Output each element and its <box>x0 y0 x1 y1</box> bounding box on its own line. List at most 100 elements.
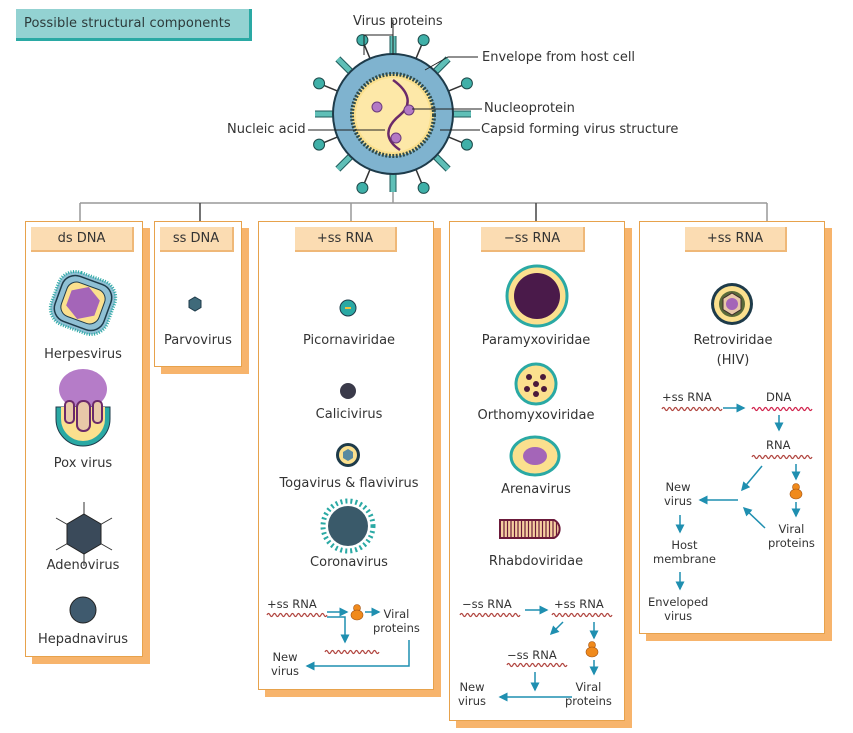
togavirus-icon <box>336 443 360 467</box>
rna-wave <box>751 454 813 460</box>
virus-name: Pox virus <box>53 456 113 471</box>
flow-new-line2: virus <box>271 664 300 678</box>
flow-proteins-line2: proteins <box>768 536 815 550</box>
flow-dna: DNA <box>766 390 792 404</box>
nucleoprotein-icon <box>371 101 383 113</box>
flow-proteins-line2: proteins <box>565 694 612 708</box>
flow-diagram <box>266 604 410 671</box>
orthomyxoviridae-icon <box>514 362 558 406</box>
paramyxoviridae-icon <box>505 264 569 328</box>
panel-header: +ss RNA <box>685 227 787 252</box>
label-nucleoprotein: Nucleoprotein <box>484 101 575 116</box>
flow-proteins-line1: Viral <box>575 680 602 694</box>
virus-name-sub: (HIV) <box>716 353 750 368</box>
arenavirus-icon <box>509 435 561 477</box>
flow-diagram <box>661 403 813 591</box>
virus-name: Paramyxoviridae <box>481 333 591 348</box>
panel-retro-rna: +ss RNA Retroviridae (HIV) +ss RNA DNA R… <box>639 221 825 634</box>
virus-name: Hepadnavirus <box>37 632 129 647</box>
virus-name: Orthomyxoviridae <box>477 408 595 423</box>
spike-knob <box>356 34 369 47</box>
spike-knob <box>356 181 369 194</box>
virus-name: Retroviridae <box>693 333 773 348</box>
flow-new-line1: New <box>459 680 485 694</box>
virus-name: Parvovirus <box>164 333 232 348</box>
title-text: Possible structural components <box>24 16 231 31</box>
flow-new-line2: virus <box>664 494 693 508</box>
flow-new-virus: New virus <box>271 650 299 678</box>
flow-new-virus: New virus <box>664 480 692 508</box>
retroviridae-icon <box>711 283 753 325</box>
spike-knob <box>417 181 430 194</box>
flow-env-line2: virus <box>664 609 693 623</box>
arrow <box>549 621 564 636</box>
herpesvirus-icon <box>48 269 118 337</box>
coronavirus-icon <box>320 498 376 554</box>
arrow <box>305 640 410 671</box>
flow-new-line2: virus <box>458 694 487 708</box>
label-envelope: Envelope from host cell <box>482 50 636 65</box>
panel-header: −ss RNA <box>481 227 585 252</box>
spike-rod <box>432 153 450 171</box>
spike-rod <box>432 57 450 75</box>
virus-name: Rhabdoviridae <box>488 554 584 569</box>
dna-wave <box>751 406 813 412</box>
label-capsid: Capsid forming virus structure <box>481 122 679 137</box>
flow-proteins: Viral proteins <box>373 607 420 635</box>
spike-knob <box>313 77 326 90</box>
ribosome-icon <box>585 641 599 658</box>
panel-ss-dna: ss DNA Parvovirus <box>154 221 242 367</box>
virus-name: Herpesvirus <box>44 347 122 362</box>
virus-name: Arenavirus <box>501 482 571 497</box>
flow-host-line2: membrane <box>653 552 716 566</box>
arrow <box>742 506 766 529</box>
spike-knob <box>460 138 473 151</box>
nucleic-acid-icon <box>387 78 409 152</box>
panel-header: ds DNA <box>31 227 134 252</box>
rna-wave <box>266 612 328 618</box>
spike-rod <box>336 153 354 171</box>
panel-ds-dna: ds DNA Herpesvirus Pox virus Adenovirus … <box>25 221 143 657</box>
flow-new-line1: New <box>272 650 298 664</box>
spike-knob <box>313 138 326 151</box>
hepadnavirus-icon <box>69 596 97 624</box>
title-box: Possible structural components <box>16 9 252 41</box>
virus-name: Calicivirus <box>315 407 383 422</box>
virus-name: Togavirus & flavivirus <box>279 476 419 491</box>
flow-proteins-line1: Viral <box>778 522 805 536</box>
panel-header: ss DNA <box>160 227 234 252</box>
flow-new-virus: New virus <box>458 680 486 708</box>
flow-start: −ss RNA <box>462 597 512 611</box>
flow-start: +ss RNA <box>662 390 712 404</box>
flow-enveloped-virus: Enveloped virus <box>648 595 708 623</box>
rna-wave <box>506 662 568 668</box>
arrow <box>741 465 763 492</box>
rna-wave <box>661 406 723 412</box>
parvovirus-icon <box>188 296 202 312</box>
virus-name: Picornaviridae <box>302 333 396 348</box>
spike-knob <box>460 77 473 90</box>
flow-proteins-line2: proteins <box>373 621 420 635</box>
label-virus-proteins: Virus proteins <box>353 14 443 29</box>
panel-header: +ss RNA <box>295 227 397 252</box>
ribosome-icon <box>789 483 803 500</box>
rna-wave <box>459 612 521 618</box>
flow-proteins-line1: Viral <box>383 607 410 621</box>
rna-wave <box>324 649 380 655</box>
flow-new-line1: New <box>665 480 691 494</box>
flow-start: +ss RNA <box>267 597 317 611</box>
calicivirus-icon <box>340 383 356 399</box>
flow-rna: RNA <box>766 438 791 452</box>
flow-proteins: Viral proteins <box>565 680 612 708</box>
spike-rod <box>336 57 354 75</box>
flow-minus-rna-2: −ss RNA <box>507 648 557 662</box>
adenovirus-icon <box>55 502 113 566</box>
ribosome-icon <box>350 604 364 621</box>
arrow <box>327 616 350 644</box>
panel-minus-ss-rna: −ss RNA Paramyxoviridae Orthomyxoviridae… <box>449 221 625 721</box>
rna-wave <box>551 612 613 618</box>
flow-host-line1: Host <box>671 538 698 552</box>
virus-name: Coronavirus <box>310 555 388 570</box>
spike-knob <box>417 34 430 47</box>
